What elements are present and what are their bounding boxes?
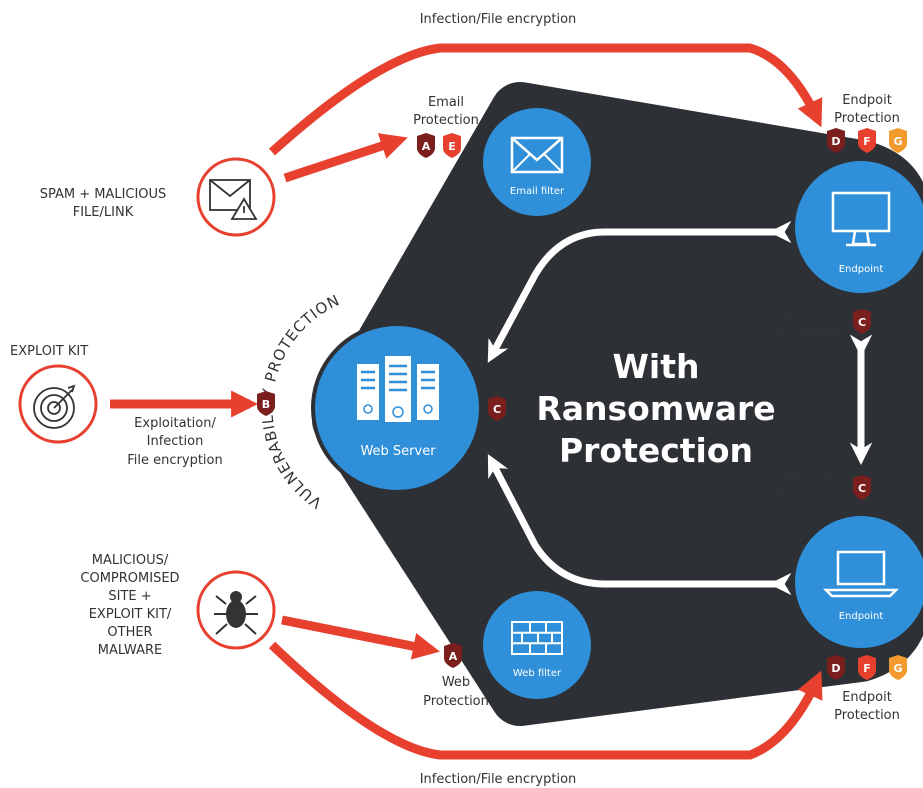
svg-text:C: C — [858, 482, 866, 495]
endpoint-bottom-shield-f: F — [858, 655, 876, 680]
endpoint-top-shield-g: G — [889, 128, 907, 153]
endpoint-bottom-node[interactable]: Endpoint — [791, 512, 923, 652]
malicious-to-webfilter-arrow — [281, 615, 440, 660]
server-endpoint-bottom-arrow — [487, 454, 792, 596]
email-protection-label-2: Protection — [413, 113, 479, 128]
svg-text:B: B — [262, 398, 270, 411]
endpoint-top-shield-d: D — [827, 128, 845, 153]
server-shield-c: C — [488, 396, 506, 421]
web-protection-label-1: Web — [442, 675, 470, 690]
bug-icon — [214, 591, 258, 635]
exploit-kit-label: EXPLOIT KIT — [10, 344, 88, 359]
envelope-icon — [510, 136, 564, 174]
title-line-1: With — [613, 347, 700, 386]
server-endpoint-top-arrow — [487, 220, 792, 363]
malicious-label-3: SITE + — [108, 589, 151, 604]
exploitation-label-3: File encryption — [127, 453, 222, 468]
email-filter-label: Email filter — [510, 186, 565, 197]
title-line-2: Ransomware — [536, 389, 775, 428]
endpoint-bottom-label: Endpoint — [839, 611, 884, 622]
infection-top-label: Infection/File encryption — [420, 12, 577, 27]
network-protection-1-label-1: Network — [779, 306, 834, 321]
infection-arrow-bottom — [268, 641, 823, 760]
spam-to-email-arrow — [283, 133, 408, 183]
svg-text:C: C — [493, 403, 501, 416]
endpoint-protection-top-label-1: Endpoit — [842, 93, 892, 108]
email-protection-label-1: Email — [428, 95, 464, 110]
web-protection-label-2: Protection — [423, 694, 489, 709]
endpoint-bottom-shield-d: D — [827, 655, 845, 680]
endpoint-bottom-shield-g: G — [889, 655, 907, 680]
svg-text:D: D — [831, 662, 840, 675]
endpoint-protection-bottom-label-1: Endpoit — [842, 690, 892, 705]
infection-bottom-label: Infection/File encryption — [420, 772, 577, 787]
laptop-icon — [822, 550, 900, 598]
network-shield-1: C — [853, 309, 871, 334]
spam-label-2: FILE/LINK — [73, 205, 134, 220]
web-server-label: Web Server — [360, 444, 436, 459]
network-protection-2-label-1: Network — [779, 471, 834, 486]
center-title: With Ransomware Protection — [536, 347, 775, 470]
email-shield-e: E — [443, 133, 461, 158]
malicious-label-1: MALICIOUS/ — [92, 553, 169, 568]
svg-text:A: A — [422, 140, 431, 153]
svg-text:G: G — [893, 662, 902, 675]
malicious-label-2: COMPROMISED — [80, 571, 179, 586]
network-protection-2-label-2: Protection — [773, 489, 839, 504]
exploit-shield-b: B — [257, 391, 275, 416]
malicious-label-4: EXPLOIT KIT/ — [89, 607, 172, 622]
svg-text:E: E — [448, 140, 456, 153]
email-filter-node[interactable]: Email filter — [479, 104, 595, 220]
malicious-label-6: MALWARE — [98, 643, 162, 658]
endpoint-top-shield-f: F — [858, 128, 876, 153]
web-filter-label: Web filter — [513, 668, 562, 679]
endpoint-protection-bottom-label-2: Protection — [834, 708, 900, 723]
network-shield-2: C — [853, 475, 871, 500]
endpoint-top-node[interactable]: Endpoint — [791, 157, 923, 297]
spam-label-1: SPAM + MALICIOUS — [40, 187, 167, 202]
envelope-warning-icon — [209, 179, 258, 220]
svg-text:F: F — [863, 662, 871, 675]
network-protection-1-label-2: Protection — [773, 324, 839, 339]
malicious-threat-node[interactable] — [196, 570, 276, 650]
web-filter-node[interactable]: Web filter — [479, 587, 595, 703]
exploit-threat-node[interactable] — [18, 364, 98, 444]
firewall-icon — [511, 621, 563, 655]
threat-lines — [110, 43, 823, 760]
protection-shields: A E B C A C C D F G D F G — [257, 128, 907, 680]
internal-flow-arrows — [487, 220, 873, 596]
web-server-node[interactable]: Web Server — [311, 322, 483, 494]
endpoint-protection-top-label-2: Protection — [834, 111, 900, 126]
svg-text:D: D — [831, 135, 840, 148]
email-shield-a: A — [417, 133, 435, 158]
exploitation-label-2: Infection — [147, 434, 204, 449]
svg-text:F: F — [863, 135, 871, 148]
malicious-label-5: OTHER — [107, 625, 152, 640]
svg-text:C: C — [858, 316, 866, 329]
svg-text:A: A — [449, 650, 458, 663]
monitor-icon — [831, 191, 891, 247]
title-line-3: Protection — [559, 431, 753, 470]
server-icon — [357, 356, 439, 422]
exploitation-label-1: Exploitation/ — [134, 416, 216, 431]
svg-text:G: G — [893, 135, 902, 148]
web-shield-a: A — [444, 643, 462, 668]
spam-threat-node[interactable] — [196, 157, 276, 237]
infection-arrow-top — [268, 43, 823, 156]
target-icon — [33, 384, 76, 429]
endpoint-top-label: Endpoint — [839, 264, 884, 275]
